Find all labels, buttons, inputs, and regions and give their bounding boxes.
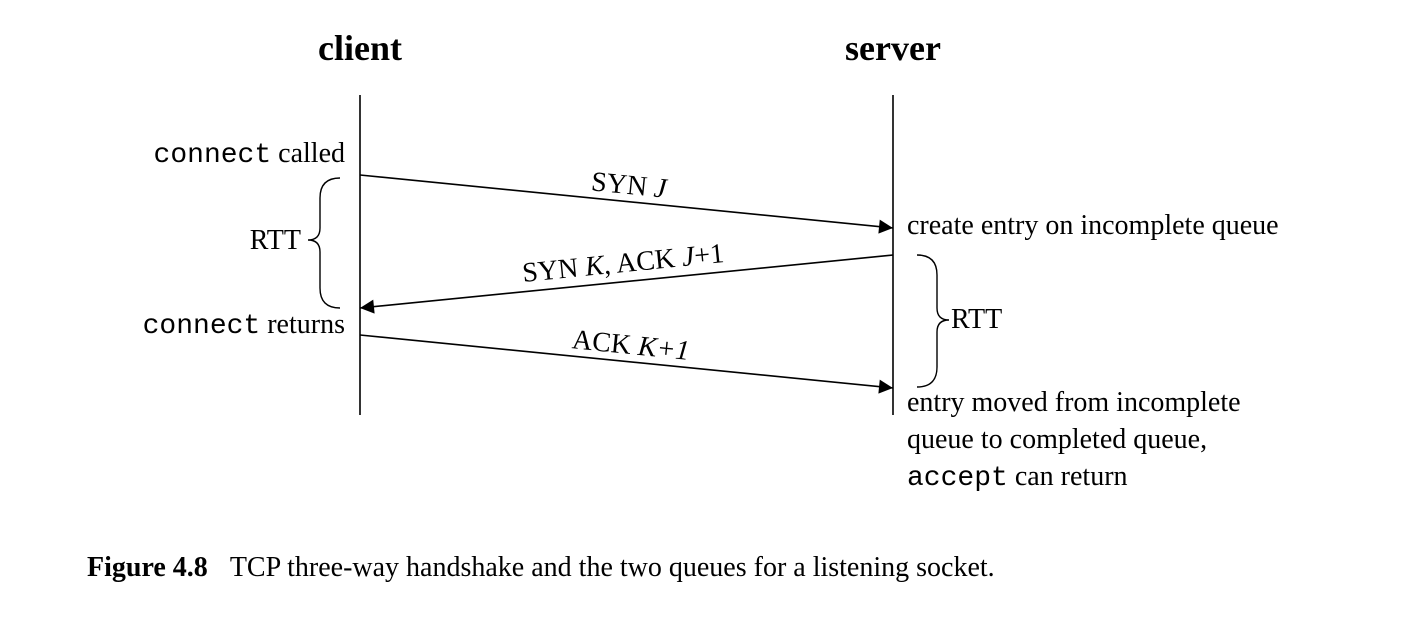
accept-label: accept can return [907, 461, 1128, 494]
figure-caption: Figure 4.8 TCP three-way handshake and th… [87, 552, 995, 583]
client-rtt-brace [307, 177, 341, 309]
entry-moved-line-2: queue to completed queue, [907, 424, 1207, 455]
syn-ack-label: SYN K, ACK J+1 [521, 238, 726, 289]
syn-label: SYN J [590, 166, 670, 204]
figure-number: Figure 4.8 [87, 552, 208, 583]
syn-ack-arrow [359, 254, 894, 314]
server-rtt-brace [916, 254, 950, 388]
client-heading: client [318, 28, 402, 68]
connect-called-label: connect called [154, 138, 345, 171]
ack-arrow [359, 334, 894, 394]
entry-moved-line-1: entry moved from incomplete [907, 387, 1241, 418]
connect-returns-label: connect returns [143, 309, 345, 342]
syn-arrow [359, 174, 894, 234]
create-entry-label: create entry on incomplete queue [907, 210, 1279, 241]
ack-label: ACK K+1 [571, 324, 691, 367]
server-rtt-label: RTT [951, 304, 1002, 335]
caption-text: TCP three-way handshake and the two queu… [230, 552, 995, 583]
server-heading: server [845, 28, 941, 68]
client-rtt-label: RTT [250, 225, 301, 256]
